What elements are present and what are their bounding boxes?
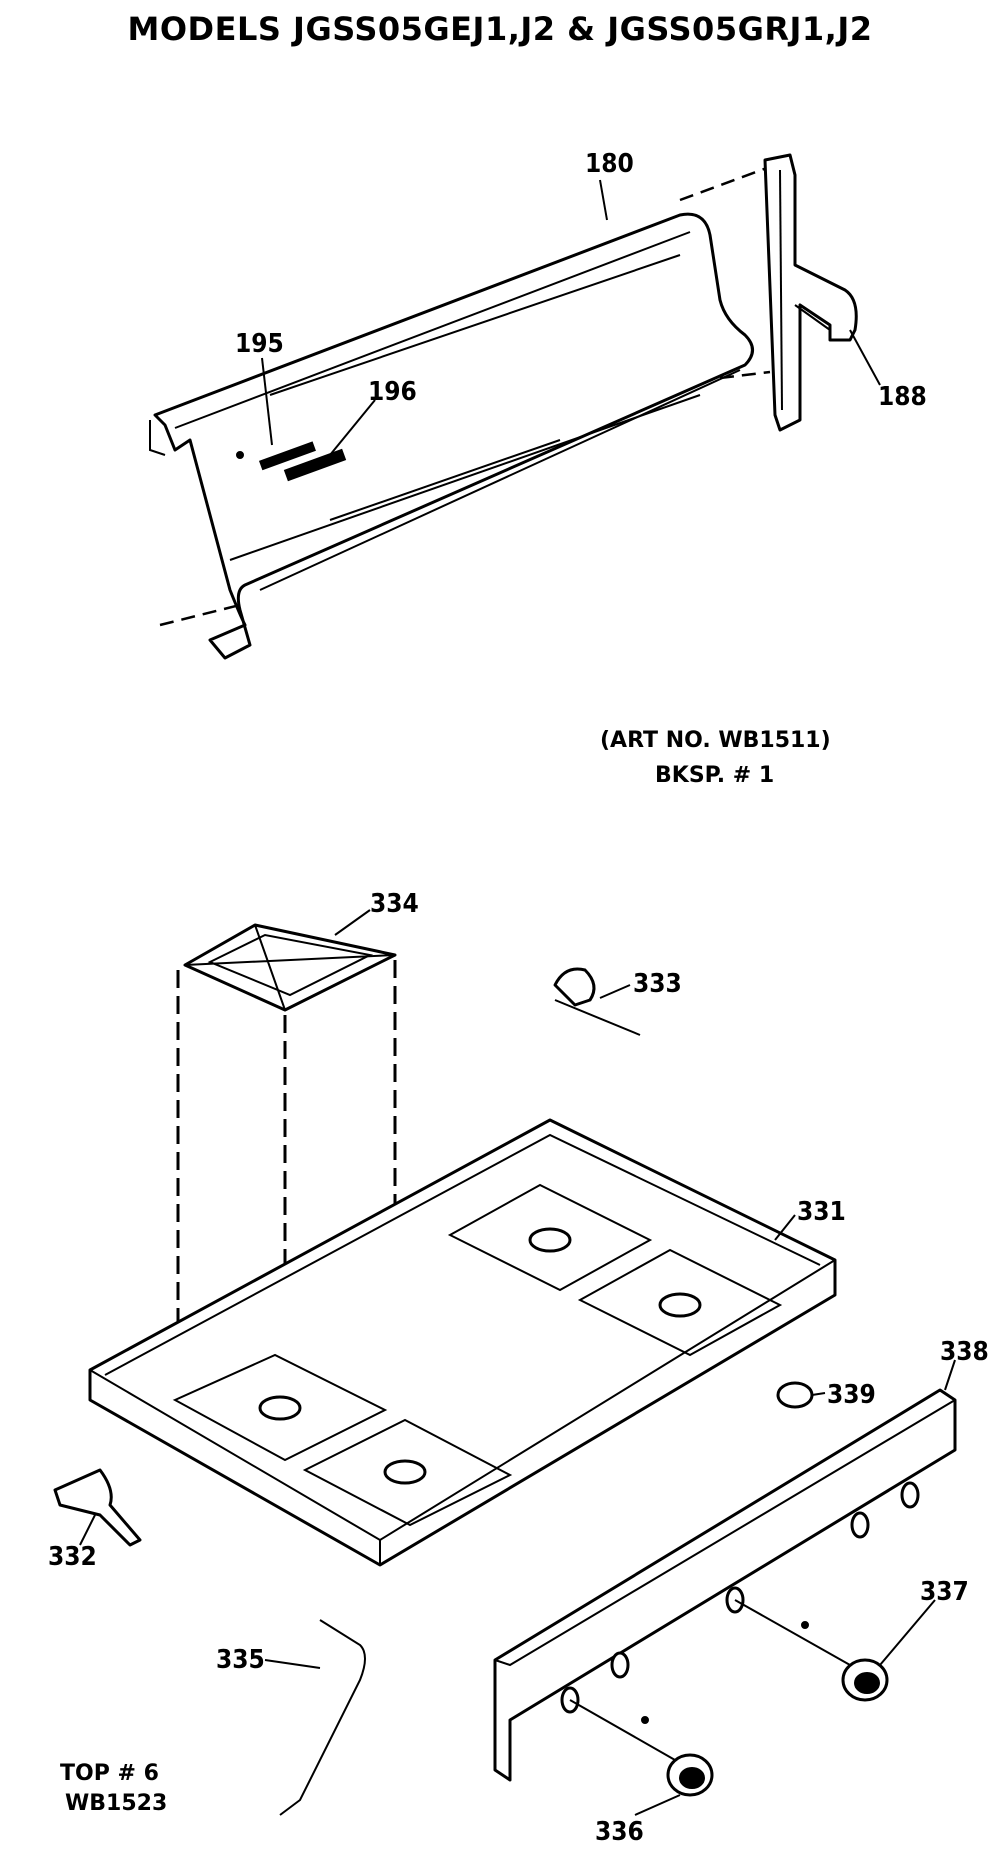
knob-hole bbox=[900, 1481, 920, 1509]
bracket-edge bbox=[794, 304, 831, 331]
grate-ribs bbox=[184, 924, 396, 1011]
burner-port bbox=[658, 1292, 702, 1318]
callout-188: 188 bbox=[878, 382, 927, 412]
hinge-332 bbox=[53, 1468, 142, 1547]
hinge-333 bbox=[553, 967, 596, 1007]
knob-axis bbox=[734, 1599, 851, 1666]
gasket-339 bbox=[776, 1381, 814, 1409]
panel-line bbox=[269, 254, 681, 396]
cooktop-art-number: WB1523 bbox=[65, 1791, 167, 1816]
cooktop-rim bbox=[104, 1133, 821, 1376]
screw-hole bbox=[236, 451, 244, 459]
page-title: MODELS JGSS05GEJ1,J2 & JGSS05GRJ1,J2 bbox=[127, 10, 873, 48]
support-rod bbox=[279, 1619, 366, 1816]
panel-end-cap bbox=[149, 420, 166, 456]
screw bbox=[641, 1716, 649, 1724]
knob-336 bbox=[569, 1699, 714, 1797]
knob-axis bbox=[569, 1699, 676, 1761]
leader-335 bbox=[264, 1659, 321, 1669]
leader-332 bbox=[79, 1514, 96, 1546]
control-panel bbox=[493, 1388, 957, 1782]
panel-top-edge bbox=[494, 1399, 956, 1667]
panel-edge bbox=[154, 214, 681, 416]
callout-339: 339 bbox=[827, 1380, 876, 1410]
panel-line bbox=[259, 369, 741, 591]
panel-line bbox=[229, 394, 701, 561]
leader-180 bbox=[599, 179, 608, 221]
leader-334 bbox=[334, 909, 371, 936]
leader-338 bbox=[944, 1359, 956, 1391]
burner-port bbox=[258, 1395, 302, 1421]
backsplash-art-number: (ART NO. WB1511) bbox=[600, 728, 831, 753]
burner-grate bbox=[183, 923, 397, 1012]
burner-well bbox=[447, 1183, 653, 1292]
knob-hole bbox=[610, 1651, 630, 1679]
callout-335: 335 bbox=[216, 1645, 265, 1675]
side-bracket bbox=[763, 153, 858, 432]
hinge-rod bbox=[554, 999, 641, 1036]
burner-well bbox=[577, 1248, 783, 1357]
burner-port bbox=[383, 1459, 427, 1485]
callout-331: 331 bbox=[797, 1197, 846, 1227]
callout-336: 336 bbox=[595, 1817, 644, 1847]
callout-337: 337 bbox=[920, 1577, 969, 1607]
backsplash-caption: BKSP. # 1 bbox=[655, 763, 774, 788]
leader-333 bbox=[599, 984, 631, 999]
knob-hole bbox=[850, 1511, 870, 1539]
alignment-line bbox=[159, 603, 241, 627]
bracket-edge bbox=[779, 169, 783, 411]
leader-339 bbox=[811, 1392, 826, 1396]
leader-196 bbox=[329, 399, 376, 456]
panel-line bbox=[329, 439, 561, 521]
callout-180: 180 bbox=[585, 149, 634, 179]
callout-338: 338 bbox=[940, 1337, 989, 1367]
alignment-line bbox=[719, 370, 771, 380]
callout-195: 195 bbox=[235, 329, 284, 359]
clip-195 bbox=[258, 441, 316, 471]
leader-331 bbox=[774, 1214, 796, 1241]
backsplash-panel bbox=[153, 212, 754, 660]
leader-336 bbox=[634, 1794, 681, 1816]
callout-196: 196 bbox=[368, 377, 417, 407]
leader-188 bbox=[849, 329, 881, 386]
alignment-line bbox=[679, 163, 776, 202]
leader-337 bbox=[879, 1599, 936, 1666]
callout-332: 332 bbox=[48, 1542, 97, 1572]
burner-well bbox=[302, 1418, 513, 1527]
cooktop-caption: TOP # 6 bbox=[60, 1761, 159, 1786]
burner-well bbox=[172, 1353, 388, 1462]
cooktop-main-top bbox=[88, 1118, 837, 1567]
leader-195 bbox=[261, 357, 273, 446]
knob-face bbox=[679, 1767, 705, 1789]
cooktop-assembly: 331 332 333 334 335 336 337 338 339 bbox=[48, 889, 989, 1847]
knob-face bbox=[854, 1672, 880, 1694]
clip-196 bbox=[283, 448, 347, 482]
callout-333: 333 bbox=[633, 969, 682, 999]
burner-port bbox=[528, 1227, 572, 1253]
grate-inner bbox=[207, 933, 374, 997]
knob-337 bbox=[734, 1599, 889, 1702]
panel-edge bbox=[174, 231, 691, 429]
callout-334: 334 bbox=[370, 889, 419, 919]
backsplash-assembly: 180 188 195 196 bbox=[149, 149, 927, 660]
screw bbox=[801, 1621, 809, 1629]
